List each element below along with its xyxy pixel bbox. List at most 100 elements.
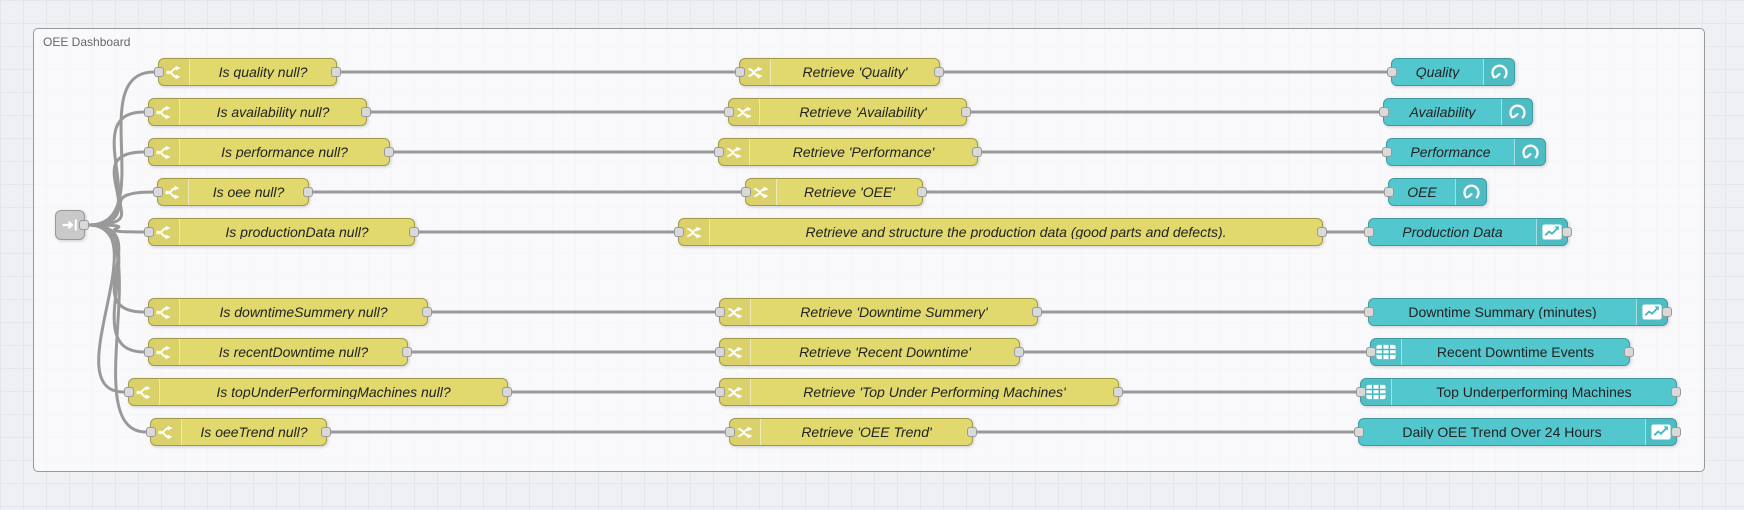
input-port[interactable]	[1364, 227, 1374, 237]
input-port[interactable]	[154, 67, 164, 77]
output-port[interactable]	[384, 147, 394, 157]
output-port[interactable]	[422, 307, 432, 317]
change-node-quality[interactable]: Retrieve 'Quality'	[735, 58, 944, 86]
input-port[interactable]	[741, 187, 751, 197]
switch-node-oee[interactable]: Is oee null?	[153, 178, 313, 206]
output-port[interactable]	[361, 107, 371, 117]
input-port[interactable]	[144, 307, 154, 317]
output-port[interactable]	[1032, 307, 1042, 317]
wire[interactable]	[87, 223, 148, 434]
input-port[interactable]	[715, 347, 725, 357]
gauge-node-quality[interactable]: Quality	[1387, 58, 1515, 86]
output-port[interactable]	[1014, 347, 1024, 357]
input-port[interactable]	[144, 347, 154, 357]
input-port[interactable]	[715, 307, 725, 317]
output-port[interactable]	[917, 187, 927, 197]
input-port[interactable]	[124, 387, 134, 397]
input-port[interactable]	[715, 387, 725, 397]
output-port[interactable]	[331, 67, 341, 77]
node-label: Retrieve 'Top Under Performing Machines'	[803, 385, 1066, 399]
link-in-node[interactable]	[55, 210, 89, 240]
output-port[interactable]	[303, 187, 313, 197]
output-port[interactable]	[934, 67, 944, 77]
input-port[interactable]	[714, 147, 724, 157]
input-port[interactable]	[725, 427, 735, 437]
output-port[interactable]	[1113, 387, 1123, 397]
gauge-node-oee[interactable]: OEE	[1384, 178, 1487, 206]
output-port[interactable]	[79, 220, 89, 230]
gauge-icon	[1483, 59, 1514, 85]
change-node-availability[interactable]: Retrieve 'Availability'	[724, 98, 971, 126]
wire[interactable]	[87, 110, 146, 227]
input-port[interactable]	[144, 147, 154, 157]
node-label: Availability	[1409, 105, 1476, 119]
change-node-top-underperforming[interactable]: Retrieve 'Top Under Performing Machines'	[715, 378, 1123, 406]
change-node-recent-downtime[interactable]: Retrieve 'Recent Downtime'	[715, 338, 1024, 366]
input-port[interactable]	[1364, 307, 1374, 317]
switch-node-availability[interactable]: Is availability null?	[144, 98, 371, 126]
input-port[interactable]	[146, 427, 156, 437]
switch-node-downtime-summary[interactable]: Is downtimeSummery null?	[144, 298, 432, 326]
input-port[interactable]	[674, 227, 684, 237]
shuffle-icon	[746, 179, 777, 205]
output-port[interactable]	[1562, 227, 1572, 237]
output-port[interactable]	[1317, 227, 1327, 237]
change-node-downtime-summary[interactable]: Retrieve 'Downtime Summery'	[715, 298, 1042, 326]
node-label: Daily OEE Trend Over 24 Hours	[1402, 425, 1602, 439]
switch-icon	[149, 339, 180, 365]
input-port[interactable]	[1354, 427, 1364, 437]
input-port[interactable]	[1356, 387, 1366, 397]
output-port[interactable]	[972, 147, 982, 157]
input-port[interactable]	[724, 107, 734, 117]
gauge-node-availability[interactable]: Availability	[1379, 98, 1533, 126]
change-node-oee-trend[interactable]: Retrieve 'OEE Trend'	[725, 418, 977, 446]
change-node-production-data[interactable]: Retrieve and structure the production da…	[674, 218, 1327, 246]
switch-node-recent-downtime[interactable]: Is recentDowntime null?	[144, 338, 412, 366]
output-port[interactable]	[967, 427, 977, 437]
output-port[interactable]	[1662, 307, 1672, 317]
chart-node-downtime-summary[interactable]: Downtime Summary (minutes)	[1364, 298, 1672, 326]
wire[interactable]	[87, 150, 146, 227]
wire[interactable]	[87, 223, 146, 234]
input-port[interactable]	[1379, 107, 1389, 117]
switch-node-production-data[interactable]: Is productionData null?	[144, 218, 419, 246]
input-port[interactable]	[1387, 67, 1397, 77]
node-label: Retrieve 'OEE Trend'	[801, 425, 932, 439]
input-port[interactable]	[735, 67, 745, 77]
gauge-node-performance[interactable]: Performance	[1382, 138, 1546, 166]
switch-node-oee-trend[interactable]: Is oeeTrend null?	[146, 418, 331, 446]
wire[interactable]	[87, 190, 155, 227]
table-node-top-underperforming[interactable]: Top Underperforming Machines	[1356, 378, 1681, 406]
shuffle-icon	[730, 419, 761, 445]
output-port[interactable]	[402, 347, 412, 357]
chart-icon	[1536, 219, 1567, 245]
change-node-oee[interactable]: Retrieve 'OEE'	[741, 178, 927, 206]
chart-node-production-data[interactable]: Production Data	[1364, 218, 1572, 246]
change-node-performance[interactable]: Retrieve 'Performance'	[714, 138, 982, 166]
shuffle-icon	[740, 59, 771, 85]
input-port[interactable]	[1366, 347, 1376, 357]
node-label: Is downtimeSummery null?	[219, 305, 388, 319]
input-port[interactable]	[1384, 187, 1394, 197]
output-port[interactable]	[502, 387, 512, 397]
output-port[interactable]	[1671, 387, 1681, 397]
output-port[interactable]	[1671, 427, 1681, 437]
table-node-recent-downtime[interactable]: Recent Downtime Events	[1366, 338, 1634, 366]
switch-icon	[149, 299, 180, 325]
output-port[interactable]	[409, 227, 419, 237]
switch-icon	[159, 59, 190, 85]
input-port[interactable]	[1382, 147, 1392, 157]
input-port[interactable]	[153, 187, 163, 197]
switch-node-top-underperforming[interactable]: Is topUnderPerformingMachines null?	[124, 378, 512, 406]
wire[interactable]	[87, 223, 146, 354]
output-port[interactable]	[321, 427, 331, 437]
output-port[interactable]	[1624, 347, 1634, 357]
switch-node-quality[interactable]: Is quality null?	[154, 58, 341, 86]
chart-node-oee-trend[interactable]: Daily OEE Trend Over 24 Hours	[1354, 418, 1681, 446]
input-port[interactable]	[144, 227, 154, 237]
node-label: Production Data	[1402, 225, 1503, 239]
input-port[interactable]	[144, 107, 154, 117]
output-port[interactable]	[961, 107, 971, 117]
switch-node-performance[interactable]: Is performance null?	[144, 138, 394, 166]
